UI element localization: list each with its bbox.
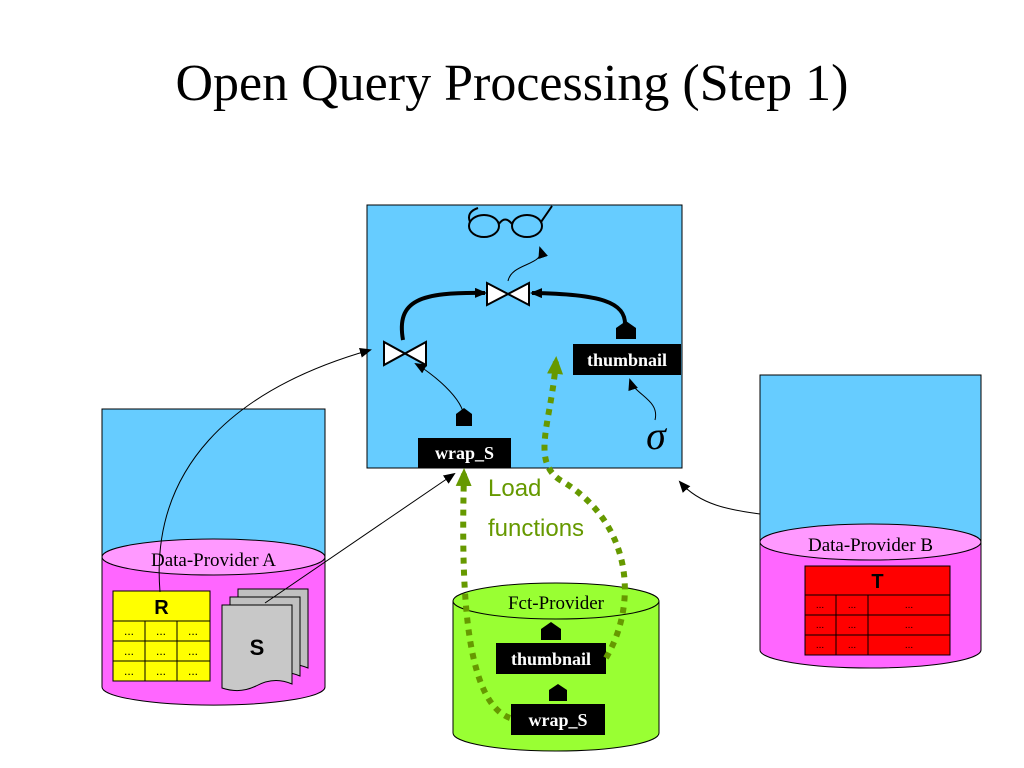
table-r-cell: ...	[156, 664, 166, 678]
data-provider-b-label: Data-Provider B	[808, 535, 933, 556]
join-operator-left	[383, 340, 427, 367]
table-t-cell: ...	[848, 600, 856, 611]
table-r-cell: ...	[156, 624, 166, 638]
join-operator-top	[486, 281, 530, 307]
data-provider-a-label: Data-Provider A	[151, 550, 276, 571]
table-t-cell: ...	[905, 640, 913, 651]
glasses-icon	[468, 205, 553, 238]
wrap-s-function-fct[interactable]: wrap_S	[511, 684, 605, 735]
load-arrow-wrap	[455, 468, 512, 721]
table-r-cell: ...	[124, 664, 134, 678]
wrap-s-label-server: wrap_S	[435, 443, 494, 463]
table-t-cell: ...	[816, 640, 824, 651]
table-r: R ... ... ... ... ... ... ... ... ...	[112, 590, 211, 682]
edge-select-to-thumbnail	[628, 378, 657, 421]
fct-provider-label: Fct-Provider	[508, 593, 605, 614]
thumbnail-function-fct[interactable]: thumbnail	[496, 622, 606, 674]
slide-title: Open Query Processing (Step 1)	[175, 55, 849, 112]
table-t-cell: ...	[905, 620, 913, 631]
table-t-cell: ...	[816, 600, 824, 611]
table-t: T ... ... ... ... ... ... ... ... ...	[804, 565, 951, 656]
table-t-cell: ...	[848, 620, 856, 631]
edge-t-to-select	[678, 480, 761, 515]
load-functions-label-line2: functions	[488, 515, 584, 542]
table-r-cell: ...	[156, 644, 166, 658]
wrap-s-label-fct: wrap_S	[528, 710, 587, 730]
table-r-cell: ...	[124, 624, 134, 638]
table-r-cell: ...	[188, 624, 198, 638]
edge-leftjoin-to-topjoin	[399, 287, 487, 341]
edge-r-to-leftjoin	[158, 347, 372, 593]
table-t-title: T	[871, 571, 883, 593]
edge-s-to-wrap	[264, 472, 456, 604]
table-r-title: R	[154, 597, 169, 619]
table-r-cell: ...	[124, 644, 134, 658]
document-s: S	[221, 588, 309, 692]
wrap-s-operator-server[interactable]: wrap_S	[418, 408, 511, 468]
load-functions-label-line1: Load	[488, 475, 541, 502]
table-t-cell: ...	[848, 640, 856, 651]
document-s-title: S	[250, 635, 265, 660]
thumbnail-label-fct: thumbnail	[511, 649, 591, 669]
thumbnail-label-server: thumbnail	[587, 350, 667, 370]
fct-provider: Fct-Provider	[452, 582, 660, 752]
thumbnail-operator-server[interactable]: thumbnail	[573, 321, 681, 375]
edge-thumbnail-to-topjoin	[530, 288, 628, 326]
edge-join-to-result	[507, 246, 548, 282]
table-r-cell: ...	[188, 664, 198, 678]
table-t-cell: ...	[905, 600, 913, 611]
table-r-cell: ...	[188, 644, 198, 658]
select-operator-sigma: σ	[646, 413, 667, 458]
table-t-cell: ...	[816, 620, 824, 631]
